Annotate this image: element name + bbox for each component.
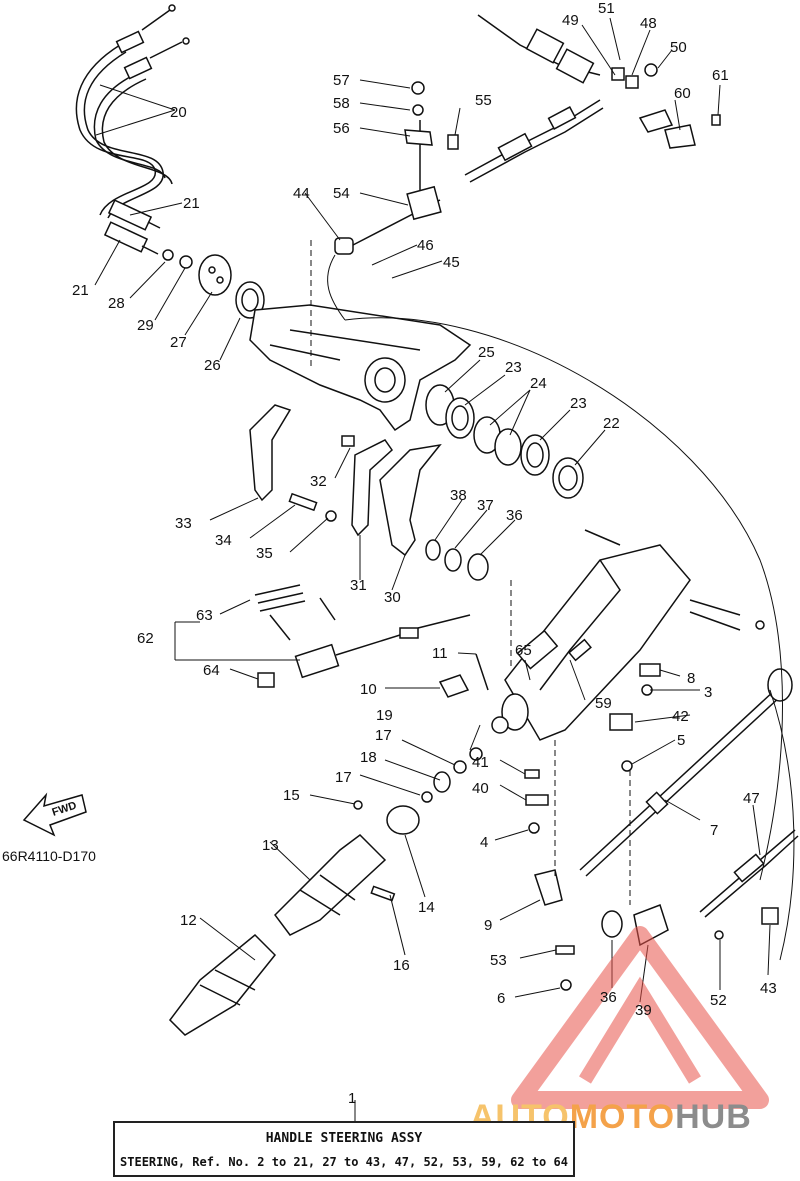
- callout-64: 64: [203, 662, 220, 679]
- cable-plate-parts: [162, 249, 265, 319]
- callout-65: 65: [515, 642, 532, 659]
- callout-10: 10: [360, 681, 377, 698]
- callout-21a: 21: [183, 195, 200, 212]
- callout-38: 38: [450, 487, 467, 504]
- callout-51: 51: [598, 0, 615, 17]
- callout-49: 49: [562, 12, 579, 29]
- callout-46: 46: [417, 237, 434, 254]
- callout-22: 22: [603, 415, 620, 432]
- callout-62: 62: [137, 630, 154, 647]
- caption-box: HANDLE STEERING ASSY STEERING, Ref. No. …: [113, 1121, 575, 1177]
- throttle-grip: [169, 653, 489, 1036]
- stop-switch: [254, 584, 471, 688]
- callout-44: 44: [293, 185, 310, 202]
- callout-8: 8: [687, 670, 695, 687]
- caption-ref-number: 1: [348, 1090, 357, 1107]
- watermark-triangle: [511, 926, 769, 1109]
- callout-19: 19: [376, 707, 393, 724]
- callout-4: 4: [480, 834, 488, 851]
- callout-57: 57: [333, 72, 350, 89]
- callout-11: 11: [432, 645, 448, 662]
- callout-55: 55: [475, 92, 492, 109]
- shift-cable: [699, 829, 799, 940]
- bracket-housing: [249, 304, 472, 432]
- callout-30: 30: [384, 589, 401, 606]
- fwd-arrow-icon: [22, 792, 87, 837]
- callout-37: 37: [477, 497, 494, 514]
- callout-61: 61: [712, 67, 729, 84]
- callout-42: 42: [672, 708, 689, 725]
- callout-5: 5: [677, 732, 685, 749]
- callout-labels: 20 21 21 28 29 27 26 44 54 57 58 56 55 4…: [2, 0, 777, 1019]
- callout-27: 27: [170, 334, 187, 351]
- seal-rings: [425, 384, 584, 499]
- callout-26: 26: [204, 357, 221, 374]
- outline-curves: [327, 254, 795, 961]
- callout-25: 25: [478, 344, 495, 361]
- callout-36a: 36: [506, 507, 523, 524]
- callout-23a: 23: [505, 359, 522, 376]
- callout-29: 29: [137, 317, 154, 334]
- callout-39: 39: [635, 1002, 652, 1019]
- callout-48: 48: [640, 15, 657, 32]
- throttle-cables: [75, 4, 190, 255]
- callout-59: 59: [595, 695, 612, 712]
- steering-friction-parts: [524, 663, 661, 991]
- watermark-logo: AUTOMOTOHUB: [470, 1098, 752, 1137]
- handle-brackets: [249, 404, 442, 557]
- callout-60: 60: [674, 85, 691, 102]
- small-rings: [425, 539, 489, 581]
- watermark-moto: MOTO: [569, 1098, 676, 1136]
- callout-15: 15: [283, 787, 300, 804]
- callout-16: 16: [393, 957, 410, 974]
- callout-41: 41: [472, 754, 489, 771]
- caption-description: STEERING, Ref. No. 2 to 21, 27 to 43, 47…: [120, 1155, 568, 1169]
- shift-rod: [579, 668, 793, 877]
- callout-36b: 36: [600, 989, 617, 1006]
- callout-20: 20: [170, 104, 187, 121]
- callout-34: 34: [215, 532, 232, 549]
- callout-3: 3: [704, 684, 712, 701]
- steering-handle-body: [491, 529, 765, 741]
- caption-title: HANDLE STEERING ASSY: [265, 1131, 423, 1146]
- drawing-code: 66R4110-D170: [2, 848, 96, 864]
- callout-17a: 17: [375, 727, 392, 744]
- callout-50: 50: [670, 39, 687, 56]
- callout-33: 33: [175, 515, 192, 532]
- leader-lines: [94, 17, 771, 1121]
- callout-7: 7: [710, 822, 718, 839]
- callout-58: 58: [333, 95, 350, 112]
- throttle-linkage: [334, 14, 721, 255]
- callout-12: 12: [180, 912, 197, 929]
- callout-32: 32: [310, 473, 327, 490]
- callout-56: 56: [333, 120, 350, 137]
- callout-35: 35: [256, 545, 273, 562]
- callout-24: 24: [530, 375, 547, 392]
- callout-53: 53: [490, 952, 507, 969]
- watermark-hub: HUB: [675, 1098, 752, 1136]
- callout-17b: 17: [335, 769, 352, 786]
- callout-13: 13: [262, 837, 279, 854]
- callout-6: 6: [497, 990, 505, 1007]
- callout-63: 63: [196, 607, 213, 624]
- callout-31: 31: [350, 577, 367, 594]
- callout-47: 47: [743, 790, 760, 807]
- callout-54: 54: [333, 185, 350, 202]
- callout-52: 52: [710, 992, 727, 1009]
- callout-45: 45: [443, 254, 460, 271]
- callout-40: 40: [472, 780, 489, 797]
- callout-43: 43: [760, 980, 777, 997]
- callout-21b: 21: [72, 282, 89, 299]
- callout-14: 14: [418, 899, 435, 916]
- callout-18: 18: [360, 749, 377, 766]
- callout-28: 28: [108, 295, 125, 312]
- callout-9: 9: [484, 917, 492, 934]
- callout-23b: 23: [570, 395, 587, 412]
